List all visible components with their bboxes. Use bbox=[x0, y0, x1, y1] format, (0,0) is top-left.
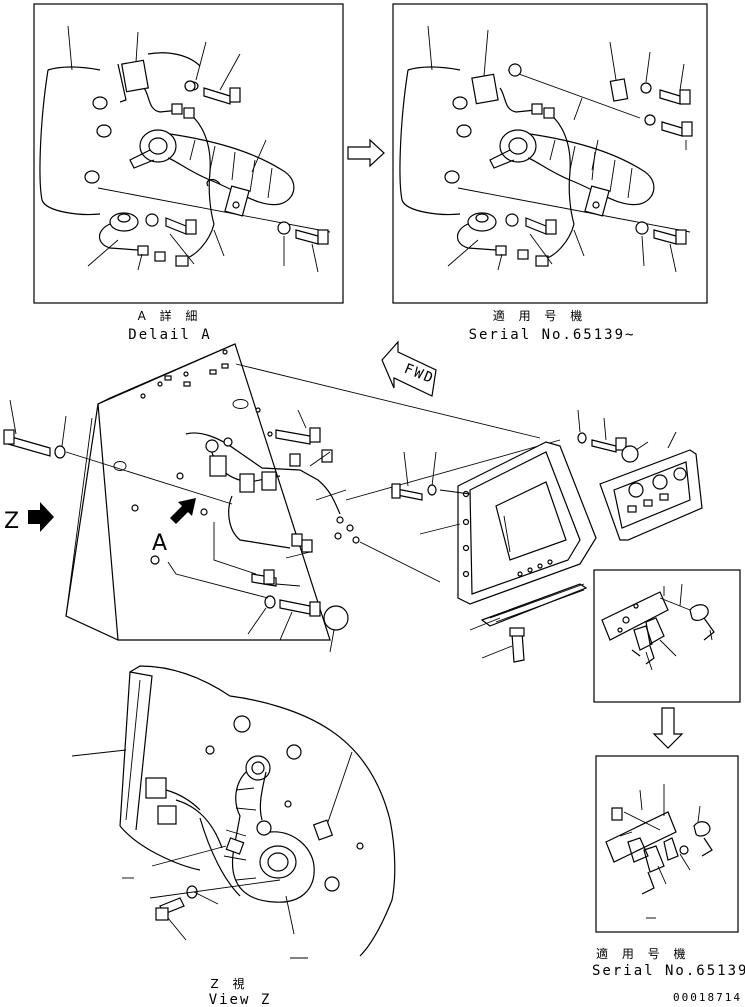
main-assembly bbox=[3, 343, 561, 653]
switch-panel-box bbox=[593, 569, 741, 703]
serial-bottom-title-en: Serial No.65139~ bbox=[592, 963, 745, 979]
detail-a-panel bbox=[33, 3, 344, 304]
arrow-down-icon bbox=[652, 707, 684, 749]
serial-top-title-en: Serial No.65139~ bbox=[469, 327, 636, 343]
meter-housing bbox=[391, 409, 677, 663]
a-arrow-icon bbox=[170, 498, 196, 524]
serial-top-title-jp: 適 用 号 機 bbox=[493, 308, 587, 323]
z-arrow-icon bbox=[28, 502, 54, 532]
meter-panel bbox=[599, 449, 703, 541]
view-z-panel bbox=[71, 665, 396, 959]
detail-a-title-en: Delail A bbox=[128, 327, 211, 343]
serial-top-panel bbox=[392, 3, 708, 304]
arrow-right-icon bbox=[347, 138, 385, 168]
a-letter: A bbox=[152, 531, 167, 556]
drawing-number: 00018714 bbox=[673, 991, 742, 1004]
fwd-arrow-icon bbox=[381, 340, 437, 397]
z-letter: Z bbox=[4, 509, 19, 534]
detail-a-title-jp: A 詳 細 bbox=[138, 308, 203, 323]
view-z-title-en: View Z bbox=[209, 992, 272, 1007]
serial-bottom-title-jp: 適 用 号 機 bbox=[596, 946, 690, 961]
switch-panel-serial-box bbox=[595, 755, 739, 933]
view-z-title-jp: Z 視 bbox=[210, 976, 249, 991]
